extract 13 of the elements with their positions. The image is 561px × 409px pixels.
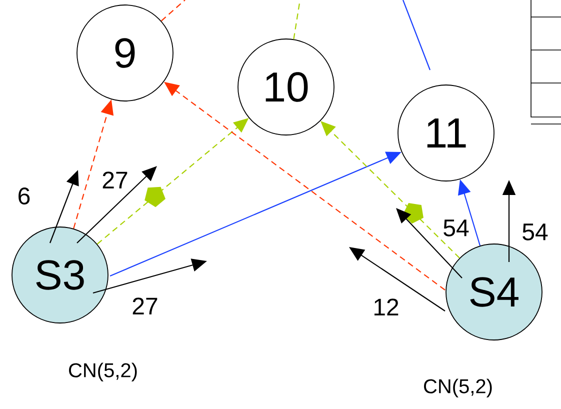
edge-label: 12 [374,298,398,316]
capacity-label: CN(5,2) [69,362,137,382]
line [402,0,431,70]
arrow [396,208,462,278]
edge-label: 27 [102,172,128,188]
edge-label: 54 [522,224,548,240]
edge-label: 6 [18,188,30,204]
arrow [76,166,157,244]
edge-label: 54 [444,220,469,236]
edge-label: 27 [132,298,158,314]
capacity-label: CN(5,2) [424,378,492,398]
line [160,0,186,22]
arrow [320,121,460,258]
